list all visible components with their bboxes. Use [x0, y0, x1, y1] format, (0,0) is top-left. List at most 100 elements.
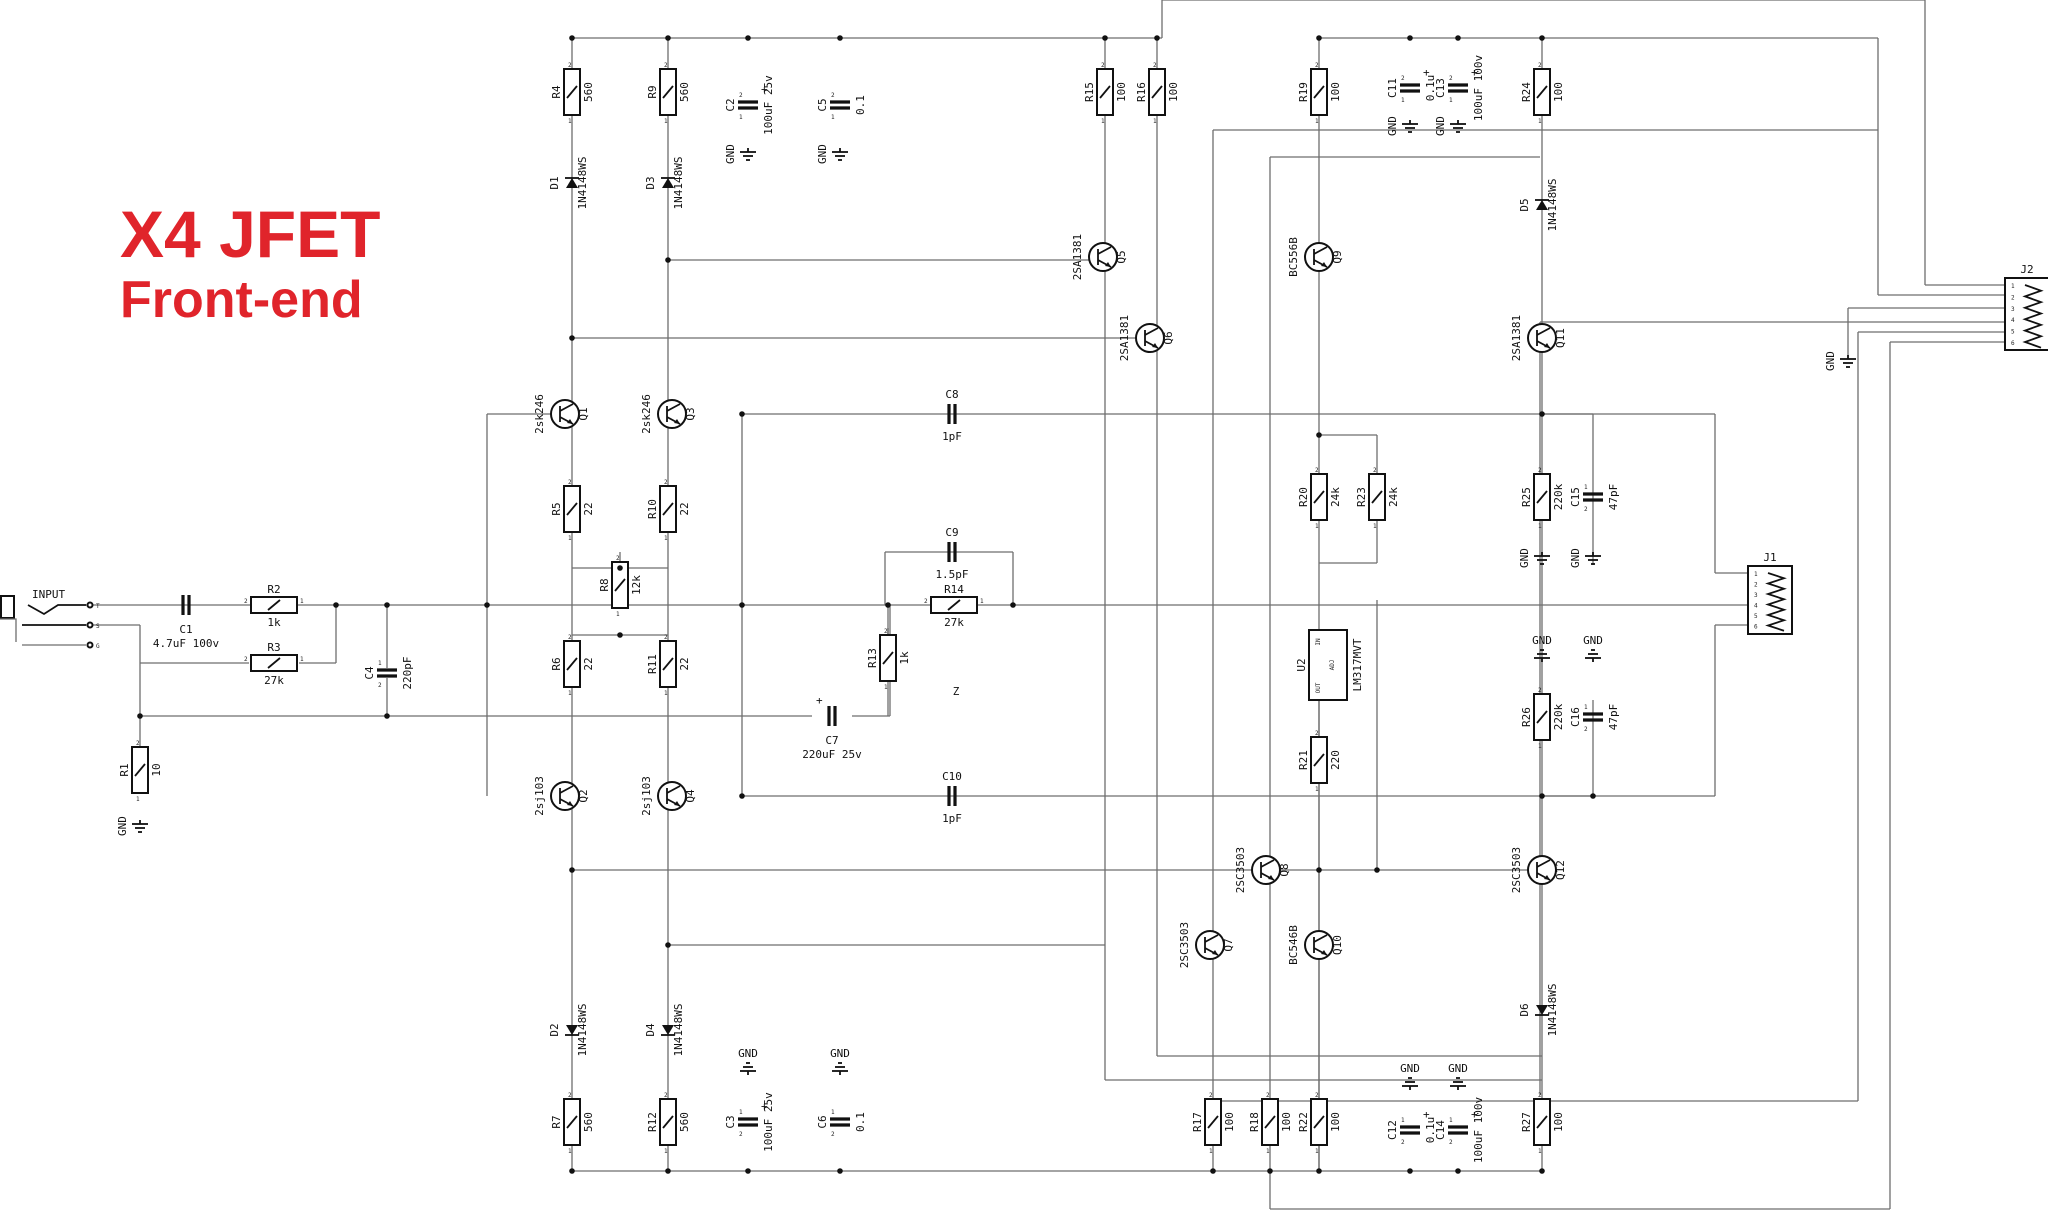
- resistor-ref: R18: [1248, 1112, 1261, 1132]
- junction-dot: [739, 793, 745, 799]
- marker-z: Z: [953, 685, 960, 698]
- resistor-value: 27k: [264, 674, 284, 687]
- ground-symbol: GND: [1448, 1062, 1468, 1090]
- resistor-ref: R3: [267, 641, 280, 654]
- connector-pin-number: 6: [1754, 624, 1758, 631]
- pin-number: 2: [568, 1092, 572, 1099]
- input-pin-label: S: [96, 623, 100, 630]
- pin-number: 2: [739, 92, 743, 99]
- polarity-mark: +: [761, 1100, 768, 1113]
- junction-dot: [617, 565, 623, 571]
- diode-ref: D3: [644, 176, 657, 189]
- pin-number: 1: [1209, 1148, 1213, 1155]
- resistor-value: 24k: [1387, 487, 1400, 507]
- resistor-value: 100: [1167, 82, 1180, 102]
- transistor-ref: Q10: [1331, 935, 1344, 955]
- connector-pin-number: 2: [2011, 294, 2015, 301]
- input-pin-label: G: [96, 643, 100, 650]
- ground-label: GND: [116, 816, 129, 836]
- polarity-mark: +: [1423, 1108, 1430, 1121]
- connector-pin-number: 1: [2011, 283, 2015, 290]
- pin-number: 1: [1315, 1148, 1319, 1155]
- pin-number: 1: [1538, 118, 1542, 125]
- resistor-ref: R25: [1520, 487, 1533, 507]
- capacitor-value: 1.5pF: [935, 568, 968, 581]
- transistor-ref: Q8: [1278, 863, 1291, 876]
- junction-dot: [569, 35, 575, 41]
- pin-number: 1: [1538, 743, 1542, 750]
- pin-number: 1: [1449, 1117, 1453, 1124]
- junction-dot: [617, 632, 623, 638]
- resistor-value: 100: [1115, 82, 1128, 102]
- pin-number: 2: [1538, 1092, 1542, 1099]
- transistor-part: 2SC3503: [1510, 847, 1523, 893]
- pin-number: 1: [664, 535, 668, 542]
- resistor-ref: R10: [646, 499, 659, 519]
- pin-number: 2: [244, 656, 248, 663]
- pin-number: 1: [1538, 1148, 1542, 1155]
- capacitor-ref: C3: [724, 1115, 737, 1128]
- regulator-pin-in: IN: [1315, 638, 1322, 646]
- capacitor-value: 100uF 100v: [1472, 1097, 1485, 1164]
- pin-number: 2: [924, 598, 928, 605]
- connector-pin-number: 3: [2011, 306, 2015, 313]
- pin-number: 1: [1315, 786, 1319, 793]
- resistor-ref: R22: [1297, 1112, 1310, 1132]
- input-label: INPUT: [32, 588, 65, 601]
- ground-label: GND: [724, 144, 737, 164]
- resistor-ref: R7: [550, 1115, 563, 1128]
- capacitor-value: 47pF: [1607, 484, 1620, 511]
- ground-symbol: GND: [1518, 548, 1550, 568]
- transistor-part: 2SC3503: [1178, 922, 1191, 968]
- junction-dot: [665, 257, 671, 263]
- resistor-ref: R21: [1297, 750, 1310, 770]
- junction-dot: [739, 411, 745, 417]
- capacitor-value: 220pF: [401, 656, 414, 689]
- pin-number: 1: [300, 598, 304, 605]
- ground-symbol: GND: [816, 144, 848, 164]
- pin-number: 1: [1449, 97, 1453, 104]
- resistor-ref: R19: [1297, 82, 1310, 102]
- junction-dot: [1102, 35, 1108, 41]
- capacitor-ref: C2: [724, 98, 737, 111]
- pin-number: 1: [739, 1109, 743, 1116]
- pin-number: 2: [1315, 62, 1319, 69]
- transistor-part: 2sk246: [533, 394, 546, 434]
- pin-number: 1: [1315, 523, 1319, 530]
- resistor-ref: R12: [646, 1112, 659, 1132]
- schematic-title: X4 JFET: [120, 197, 381, 271]
- pin-number: 2: [1315, 730, 1319, 737]
- resistor-value: 560: [582, 82, 595, 102]
- pin-number: 1: [1373, 523, 1377, 530]
- pin-number: 2: [1315, 467, 1319, 474]
- transistor-part: 2sk246: [640, 394, 653, 434]
- junction-dot: [665, 942, 671, 948]
- connector-ref: J2: [2020, 263, 2033, 276]
- ground-label: GND: [738, 1047, 758, 1060]
- pin-number: 1: [664, 690, 668, 697]
- connector-pin-number: 4: [2011, 317, 2015, 324]
- pin-number: 2: [1538, 62, 1542, 69]
- junction-dot: [745, 1168, 751, 1174]
- resistor-value: 220: [1329, 750, 1342, 770]
- capacitor-ref: C10: [942, 770, 962, 783]
- junction-dot: [1590, 793, 1596, 799]
- capacitor-value: 100uF 100v: [1472, 55, 1485, 122]
- pin-number: 1: [1315, 118, 1319, 125]
- resistor-value: 100: [1223, 1112, 1236, 1132]
- junction-dot: [1154, 35, 1160, 41]
- transistor-ref: Q1: [577, 407, 590, 420]
